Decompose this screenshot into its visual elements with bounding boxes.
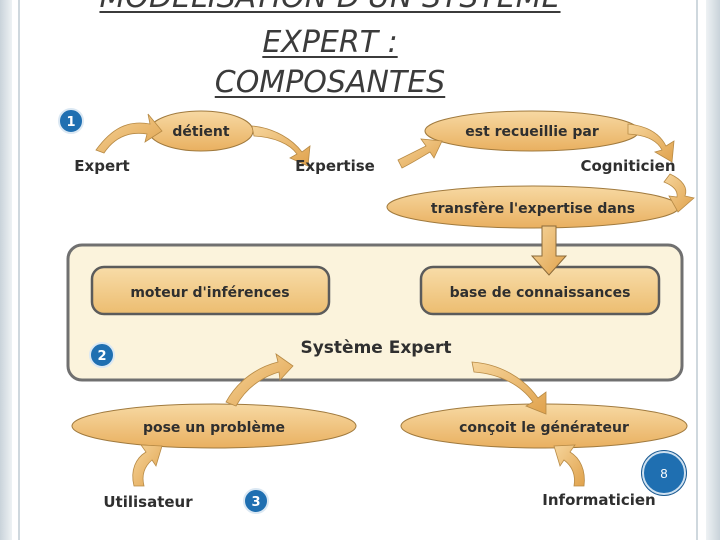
page-number-badge: 8 bbox=[642, 451, 686, 495]
knowledge-base-box bbox=[419, 265, 661, 316]
arrow-recueillie-to-cogniticien bbox=[627, 123, 675, 163]
node-utilisateur: Utilisateur bbox=[103, 493, 193, 511]
arrow-expert-to-detient bbox=[95, 113, 163, 154]
step-number-1: 1 bbox=[66, 115, 75, 130]
component-base: base de connaissances bbox=[450, 285, 631, 301]
relation-pose-probleme: pose un problème bbox=[143, 420, 285, 436]
step-badge-3 bbox=[243, 488, 269, 514]
inference-engine-box bbox=[90, 265, 331, 316]
relation-transfere: transfère l'expertise dans bbox=[431, 201, 635, 217]
node-cogniticien: Cogniticien bbox=[580, 157, 675, 175]
step-badge-2 bbox=[89, 342, 115, 368]
slide-left-rule bbox=[18, 0, 20, 540]
step-number-2: 2 bbox=[97, 349, 106, 364]
relation-concoit: conçoit le générateur bbox=[459, 420, 629, 436]
node-systeme-expert: Système Expert bbox=[300, 338, 451, 358]
node-expert: Expert bbox=[74, 157, 129, 175]
step-number-3: 3 bbox=[251, 495, 260, 510]
arrow-transfere-to-base bbox=[530, 225, 568, 276]
slide-title-line-1: MODÉLISATION D'UN SYSTÈME bbox=[0, 0, 660, 15]
slide-title-line-2: EXPERT : bbox=[262, 25, 398, 60]
relation-detient: détient bbox=[172, 124, 229, 140]
slide-title-line-3: COMPOSANTES bbox=[214, 65, 446, 100]
arrow-expertise-to-recueillie bbox=[397, 138, 443, 169]
arrow-informaticien-to-concoit bbox=[553, 444, 585, 487]
arrow-pose-to-systeme bbox=[225, 353, 294, 407]
relation-est-recueillie-par: est recueillie par bbox=[465, 124, 599, 140]
slide-right-border bbox=[706, 0, 720, 540]
arrow-utilisateur-to-pose bbox=[132, 444, 163, 487]
relation-bubble-pose bbox=[71, 403, 357, 449]
step-badge-1 bbox=[58, 108, 84, 134]
node-informaticien: Informaticien bbox=[542, 491, 655, 509]
component-moteur: moteur d'inférences bbox=[130, 285, 289, 301]
slide-left-border bbox=[0, 0, 12, 540]
slide-right-rule bbox=[696, 0, 698, 540]
arrow-detient-to-expertise bbox=[251, 125, 311, 167]
arrow-cogniticien-to-transfere bbox=[663, 173, 695, 213]
arrow-systeme-to-concoit bbox=[471, 361, 547, 415]
node-expertise: Expertise bbox=[295, 157, 375, 175]
